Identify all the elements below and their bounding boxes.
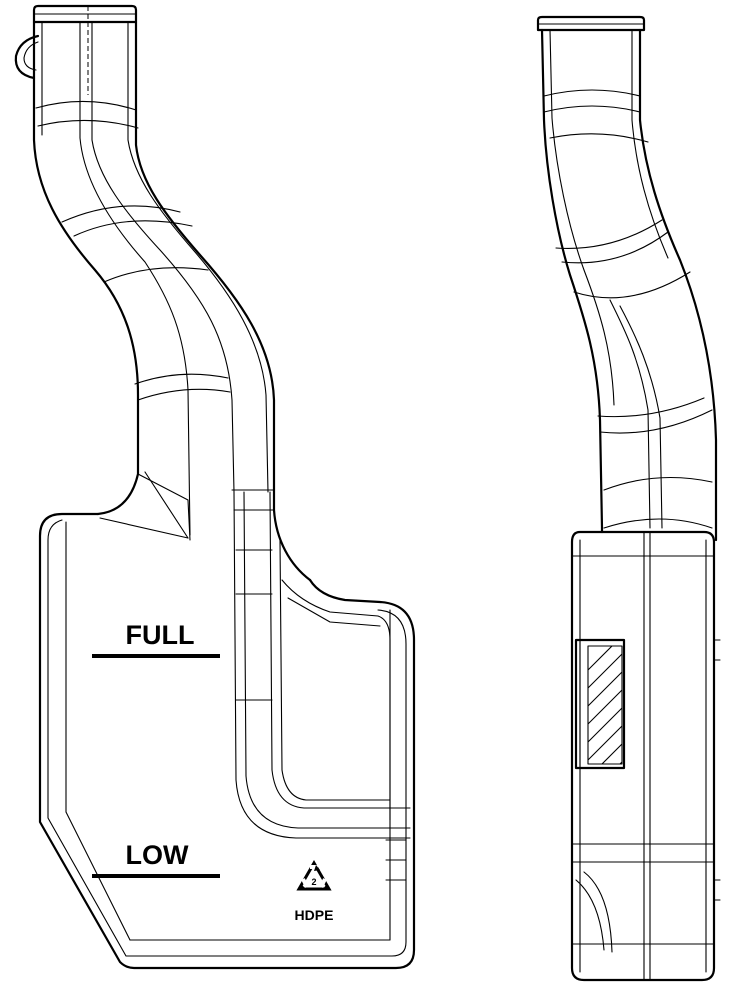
low-level-label: LOW (126, 840, 189, 870)
full-level-label: FULL (126, 620, 195, 650)
side-neck-tube (540, 28, 718, 542)
fill-level-markings: FULL LOW (92, 620, 220, 878)
side-neck-cap (536, 15, 646, 32)
side-level-window (574, 638, 626, 770)
svg-text:2: 2 (311, 877, 316, 887)
front-view: FULL LOW 2 HDPE (14, 4, 416, 970)
material-code-label: HDPE (295, 907, 334, 923)
front-tank-body (38, 491, 416, 970)
side-tank-body (570, 518, 721, 982)
front-neck-tube (32, 20, 312, 582)
side-view (536, 15, 721, 982)
front-neck-cap (14, 4, 138, 95)
recycle-symbol-icon: 2 (296, 859, 332, 891)
